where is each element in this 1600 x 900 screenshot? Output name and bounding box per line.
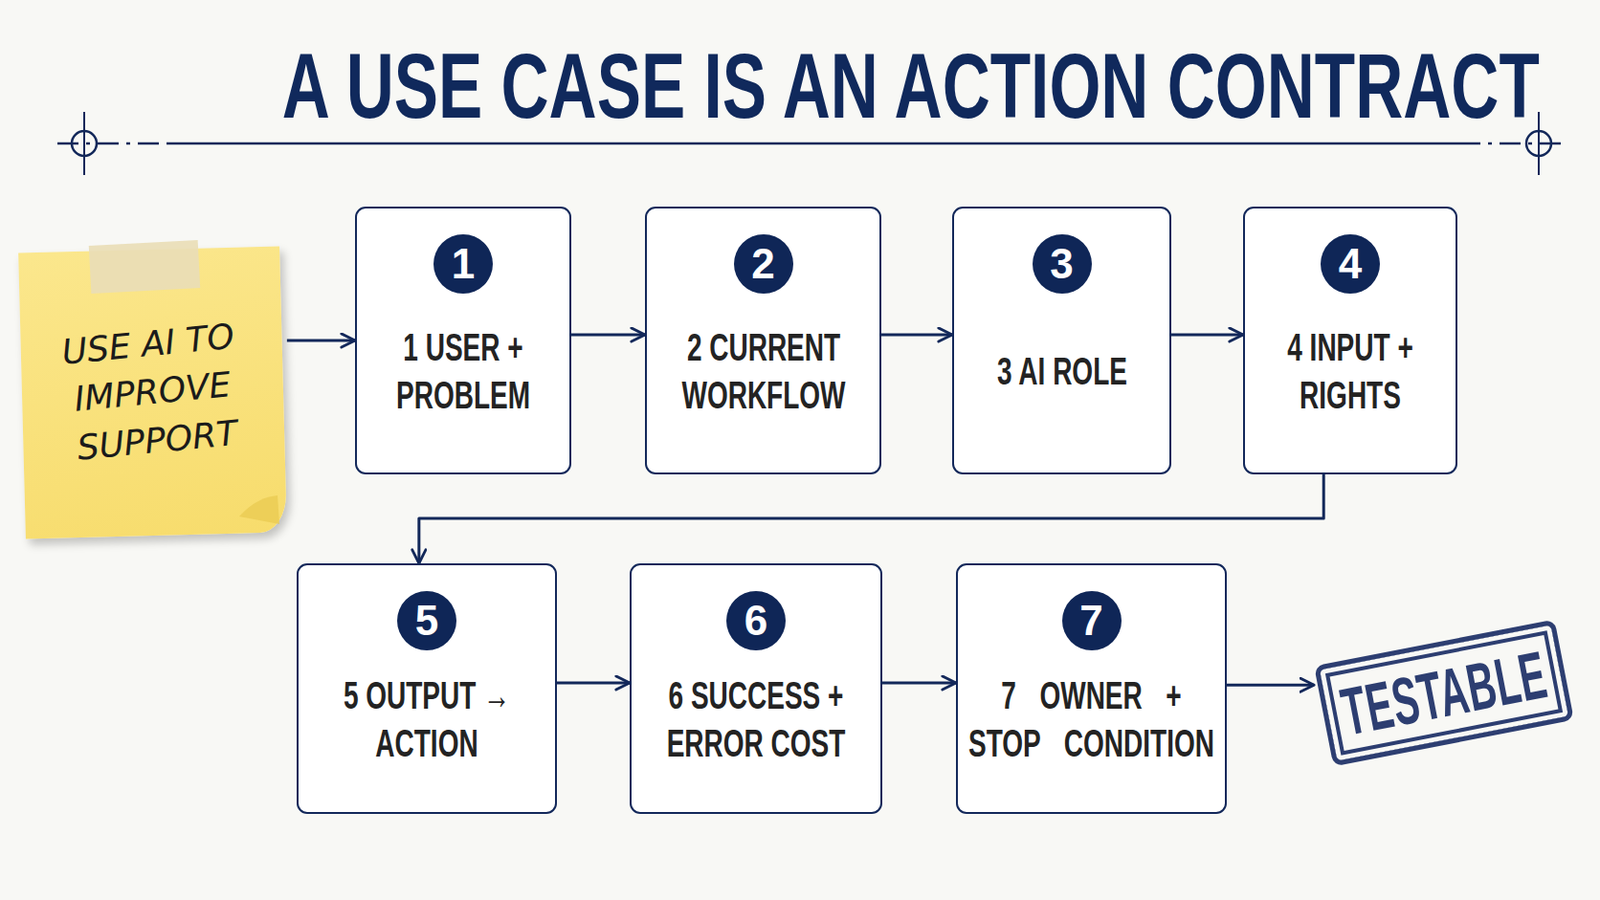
flow-arrow xyxy=(881,333,953,337)
flow-arrow xyxy=(419,474,1324,564)
process-box: 3 3 AI ROLE xyxy=(952,206,1172,475)
note-curl xyxy=(239,495,280,525)
label-area: 6 SUCCESS + ERROR COST xyxy=(631,650,881,813)
step-label: 5 OUTPUT → ACTION xyxy=(310,671,545,768)
process-box: 5 5 OUTPUT → ACTION xyxy=(296,563,557,815)
step-number: 4 xyxy=(1320,234,1380,294)
stamp-text: TESTABLE xyxy=(1335,641,1552,747)
label-area: 1 USER + PROBLEM xyxy=(356,293,570,473)
step-label: 3 AI ROLE xyxy=(961,347,1163,396)
process-box: 4 4 INPUT + RIGHTS xyxy=(1243,206,1458,475)
step-number: 1 xyxy=(433,234,493,294)
step-number: 2 xyxy=(733,234,794,294)
step-label: 7 OWNER + STOP CONDITION xyxy=(958,671,1224,768)
flow-arrow xyxy=(1226,684,1314,688)
tape-strip xyxy=(88,240,200,294)
process-box: 1 1 USER + PROBLEM xyxy=(355,206,572,475)
note-text: USE AI TO IMPROVE SUPPORT xyxy=(33,310,271,476)
rule-dash xyxy=(1459,142,1566,146)
label-area: 2 CURRENT WORKFLOW xyxy=(646,293,880,473)
process-box: 2 2 CURRENT WORKFLOW xyxy=(644,206,882,475)
step-number: 6 xyxy=(726,591,786,651)
process-box: 7 7 OWNER + STOP CONDITION xyxy=(955,563,1227,815)
step-label: 6 SUCCESS + ERROR COST xyxy=(642,671,870,768)
result-stamp: TESTABLE xyxy=(1313,620,1575,768)
crosshair-circle xyxy=(1526,131,1552,156)
step-label: 2 CURRENT WORKFLOW xyxy=(652,323,874,420)
label-area: 4 INPUT + RIGHTS xyxy=(1244,293,1456,473)
step-label: 4 INPUT + RIGHTS xyxy=(1253,323,1448,420)
crosshair-circle xyxy=(71,131,97,156)
sticky-note: USE AI TO IMPROVE SUPPORT xyxy=(18,245,288,539)
rule-line xyxy=(167,142,1460,146)
step-number: 5 xyxy=(397,591,457,651)
label-area: 7 OWNER + STOP CONDITION xyxy=(957,650,1225,813)
step-number: 7 xyxy=(1062,591,1122,651)
flow-arrow xyxy=(287,339,356,343)
step-label: 1 USER + PROBLEM xyxy=(366,323,561,420)
title-area: A USE CASE IS AN ACTION CONTRACT xyxy=(31,39,1600,133)
process-box: 6 6 SUCCESS + ERROR COST xyxy=(629,563,883,815)
flow-arrow xyxy=(556,682,630,686)
crosshair-line xyxy=(83,111,86,176)
connector-group xyxy=(287,334,1324,686)
flow-arrow xyxy=(571,333,645,337)
label-area: 3 AI ROLE xyxy=(954,293,1170,473)
flow-arrow xyxy=(882,682,956,686)
diagram-title: A USE CASE IS AN ACTION CONTRACT xyxy=(282,39,1540,133)
step-number: 3 xyxy=(1032,234,1092,294)
label-area: 5 OUTPUT → ACTION xyxy=(298,650,556,813)
flow-arrow xyxy=(1171,333,1244,337)
rule-dash xyxy=(57,142,168,146)
